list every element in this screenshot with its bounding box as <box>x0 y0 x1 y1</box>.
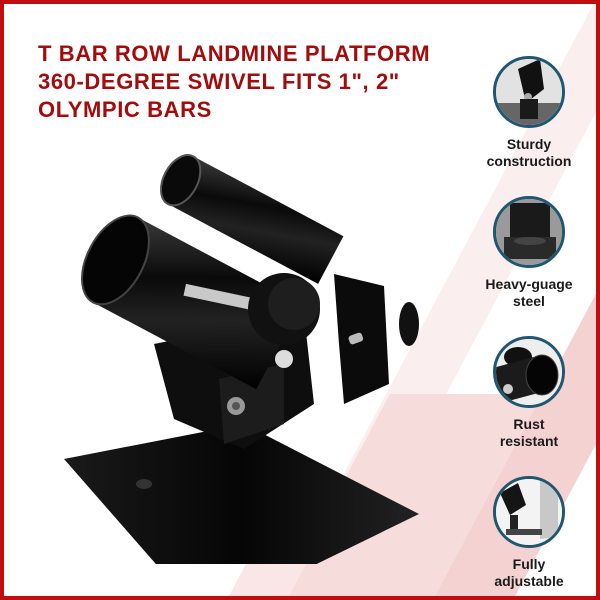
feature-label: Heavy-guage steel <box>485 276 573 309</box>
fully-adjustable-thumb-icon <box>493 476 565 548</box>
title-line-3: OLYMPIC BARS <box>38 97 212 122</box>
product-title: T BAR ROW LANDMINE PLATFORM 360-DEGREE S… <box>38 40 458 124</box>
rust-resistant-thumb-icon <box>493 336 565 408</box>
feature-label: Fully adjustable <box>494 556 564 589</box>
feature-list: Sturdy construction Heavy-guage steel Ru… <box>470 56 588 596</box>
feature-rust-resistant: Rust resistant <box>470 336 588 476</box>
heavy-gauge-steel-thumb-icon <box>493 196 565 268</box>
feature-heavy-gauge-steel: Heavy-guage steel <box>470 196 588 336</box>
feature-label: Rust resistant <box>499 416 559 449</box>
feature-fully-adjustable: Fully adjustable <box>470 476 588 596</box>
feature-sturdy-construction: Sturdy construction <box>470 56 588 196</box>
landmine-platform-image <box>64 154 419 564</box>
title-line-2: 360-DEGREE SWIVEL FITS 1", 2" <box>38 69 400 94</box>
feature-label: Sturdy construction <box>486 136 572 169</box>
title-line-1: T BAR ROW LANDMINE PLATFORM <box>38 41 431 66</box>
sturdy-construction-thumb-icon <box>493 56 565 128</box>
